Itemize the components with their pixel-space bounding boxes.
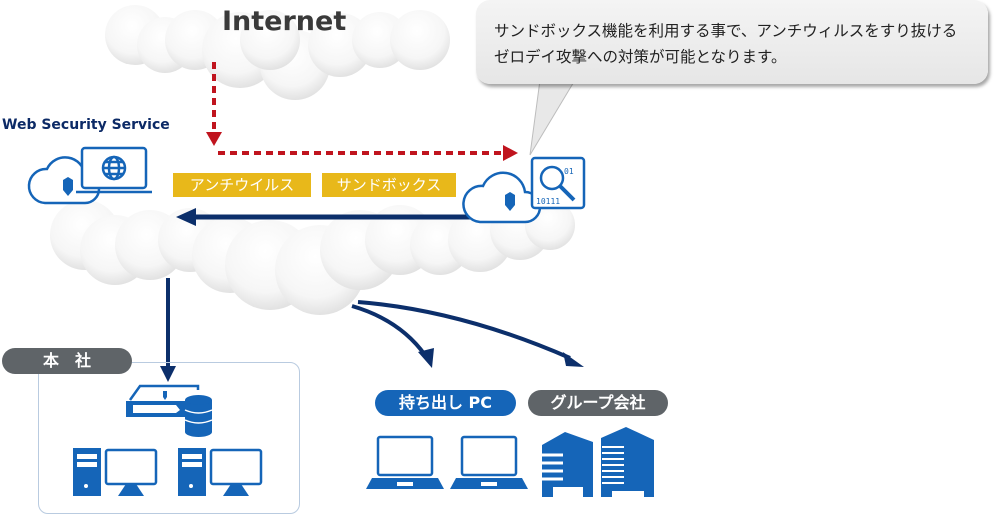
web-security-service-cloud <box>50 200 575 315</box>
group-company-label: グループ会社 <box>528 390 668 416</box>
callout-line-2: ゼロデイ攻撃への対策が可能となります。 <box>494 48 787 66</box>
laptop-icon <box>450 435 528 489</box>
desktop-pc-icon <box>178 448 263 496</box>
callout-bubble <box>476 0 988 84</box>
navy-arrowhead-hq <box>160 366 176 382</box>
sandbox-cloud-icon: 01 10111 <box>462 156 586 224</box>
database-icon <box>184 395 213 437</box>
callout-tail <box>529 79 576 156</box>
web-security-service-label: Web Security Service <box>2 117 170 133</box>
svg-text:10111: 10111 <box>536 197 560 206</box>
callout-line-1: サンドボックス機能を利用する事で、アンチウィルスをすり抜ける <box>494 22 958 40</box>
navy-arrow-group <box>357 300 571 360</box>
building-icon <box>542 432 593 497</box>
navy-arrowhead-mobile <box>418 348 434 368</box>
headquarters-box <box>38 362 300 514</box>
red-arrowhead-down <box>206 132 222 146</box>
building-icon <box>601 427 654 497</box>
navy-arrow-mobile <box>351 304 427 357</box>
shield-icon <box>505 192 515 211</box>
desktop-pc-icon <box>73 448 158 496</box>
navy-arrowhead-group <box>563 352 584 367</box>
red-arrowhead-right <box>503 145 518 161</box>
sandbox-tag: サンドボックス <box>322 173 456 197</box>
internet-label: Internet <box>222 6 347 37</box>
shield-icon <box>63 177 73 196</box>
hq-appliance-icon <box>126 384 200 417</box>
headquarters-label: 本 社 <box>2 348 132 374</box>
callout-text: サンドボックス機能を利用する事で、アンチウィルスをすり抜ける ゼロデイ攻撃への対… <box>494 18 984 70</box>
navy-arrowhead-left <box>176 208 196 226</box>
svg-text:01: 01 <box>564 167 574 176</box>
antivirus-tag: アンチウイルス <box>173 173 311 197</box>
laptop-icon <box>366 435 444 489</box>
internet-cloud <box>105 5 450 100</box>
mobile-pc-label: 持ち出し PC <box>375 390 516 416</box>
red-dashed-arrow <box>212 62 505 155</box>
cloud-security-laptop-icon <box>27 146 152 205</box>
